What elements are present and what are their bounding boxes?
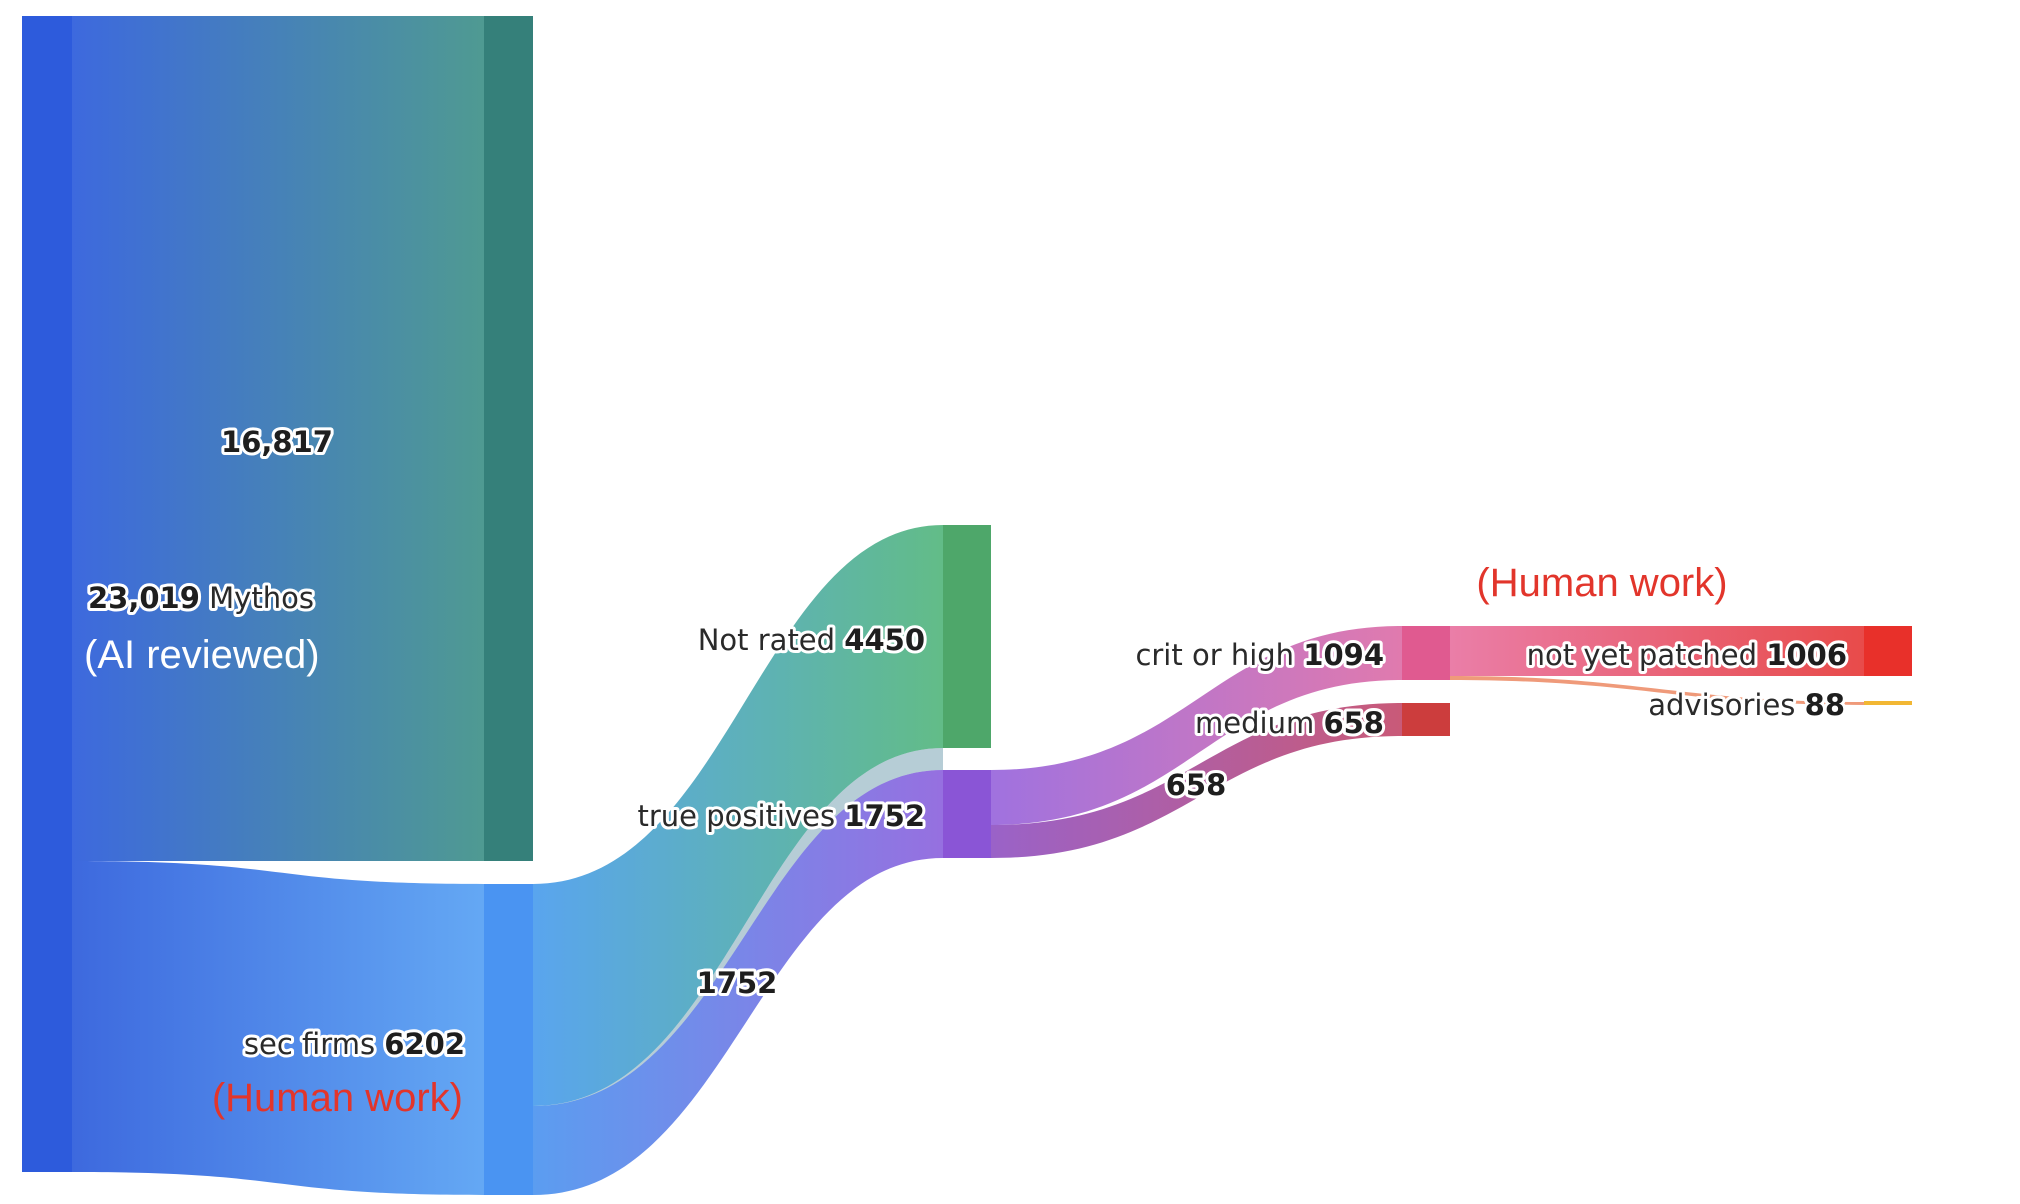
node-label-mythos: 23,019 Mythos: [88, 581, 314, 615]
link-mythos-secfirms: [72, 861, 484, 1195]
node-secfirms: [484, 884, 533, 1195]
node-label-truepos: true positives 1752: [637, 799, 925, 833]
node-notpatched: [1864, 626, 1912, 676]
node-label-crithigh: crit or high 1094: [1135, 638, 1384, 672]
node-medium: [1402, 703, 1450, 736]
note-human-work-left: (Human work): [212, 1076, 463, 1120]
node-crithigh: [1402, 626, 1450, 680]
node-label-notpatched: not yet patched 1006: [1527, 638, 1847, 672]
node-mythos: [22, 16, 72, 1172]
link-label-658: 658: [1166, 768, 1227, 802]
link-truepos-medium: [991, 703, 1402, 858]
link-truepos-crithigh: [991, 626, 1402, 825]
link-label-16817: 16,817: [221, 425, 333, 459]
node-truepos: [943, 770, 991, 858]
node-notrated: [943, 525, 991, 748]
link-crithigh-notpatched: [1450, 626, 1864, 676]
node-label-secfirms: sec firms 6202: [244, 1027, 465, 1061]
link-label-1752: 1752: [697, 966, 778, 1000]
note-human-work-right: (Human work): [1476, 561, 1727, 605]
link-secfirms-truepos: [533, 770, 943, 1195]
link-secfirms-notrated: [533, 525, 943, 1106]
link-mythos-unlabeled: [72, 16, 484, 861]
node-label-advisories: advisories 88: [1648, 688, 1845, 722]
node-label-medium: medium 658: [1195, 706, 1384, 740]
node-label-notrated: Not rated 4450: [698, 623, 925, 657]
node-advisories: [1864, 701, 1912, 705]
link-crithigh-advisories: [1450, 676, 1864, 705]
note-ai-reviewed: (AI reviewed): [84, 633, 320, 677]
node-unlabeled: [484, 16, 533, 861]
